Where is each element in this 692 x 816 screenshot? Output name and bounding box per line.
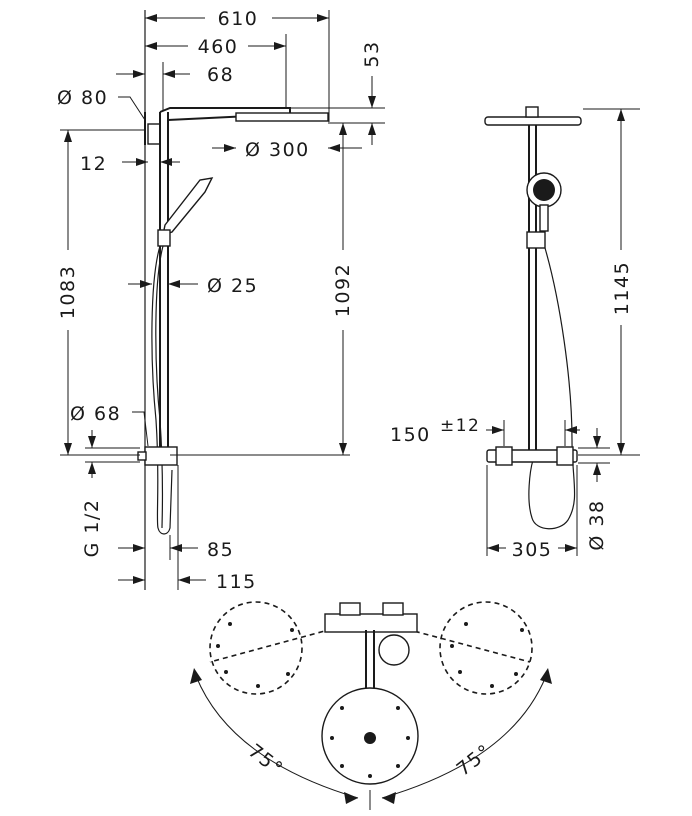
arrow (136, 158, 148, 166)
dim-spacing-tolerance: ±12 (440, 416, 480, 436)
arrow (339, 443, 347, 455)
front-hand-shower-face (533, 179, 555, 201)
arrow (168, 280, 180, 288)
dim-height-left: 1083 (57, 265, 79, 319)
dim-mixer-diameter: Ø 68 (70, 403, 121, 425)
arrow (224, 144, 236, 152)
swivel-position-left (209, 601, 303, 695)
dim-swivel-right: 75° (452, 740, 496, 781)
swivel-position-right (439, 601, 533, 695)
arrow (492, 426, 504, 434)
arrow (593, 463, 601, 475)
dim-front-height: 1145 (611, 261, 633, 315)
arrow (178, 576, 190, 584)
side-view: 610 460 68 Ø 80 12 53 Ø 300 (57, 8, 385, 593)
front-mixer-handle-right (556, 446, 574, 466)
arrow (368, 96, 376, 108)
dim-body-diameter: Ø 38 (586, 499, 608, 550)
arrow (382, 792, 396, 804)
top-hand-shower (378, 634, 410, 666)
arrow (487, 544, 499, 552)
dim-connection-thread: G 1/2 (81, 499, 103, 558)
arrow (368, 123, 376, 135)
dim-height-center: 1092 (332, 263, 354, 317)
top-mixer-body (324, 613, 418, 633)
arrow (88, 436, 96, 448)
arrow (133, 576, 145, 584)
arrow (190, 668, 202, 684)
front-overhead-head (484, 116, 582, 126)
arrow (565, 426, 577, 434)
dim-arm-reach: 460 (198, 36, 239, 58)
front-hand-shower-handle (539, 204, 549, 232)
arrow (88, 462, 96, 474)
dim-connection-spacing: 150 (390, 424, 431, 446)
shower-hose-inner (155, 245, 164, 529)
front-mixer-handle-left (495, 446, 513, 466)
swivel-arc-right (381, 675, 547, 799)
front-view: 1145 150 ±12 Ø 38 305 (390, 106, 640, 561)
arrow (339, 123, 347, 135)
arrow (617, 443, 625, 455)
top-head-center (364, 732, 376, 744)
arrow (64, 443, 72, 455)
arrow (344, 792, 358, 804)
dim-total-width: 610 (218, 8, 259, 30)
top-mixer-handle-left (339, 602, 361, 616)
swivel-nozzle-dots (216, 622, 524, 688)
arrow (593, 436, 601, 448)
arrow (163, 70, 175, 78)
leader-line (132, 411, 149, 447)
arrow (617, 109, 625, 121)
overhead-shower-head (235, 112, 329, 122)
arrow (565, 544, 577, 552)
arrow (140, 280, 152, 288)
swivel-arm-left (209, 621, 359, 663)
shower-hose (151, 245, 161, 529)
dim-head-height: 53 (361, 40, 383, 67)
shower-hose-loop (157, 469, 173, 535)
top-head-nozzle-dots (330, 706, 410, 778)
dim-mixer-projection: 115 (216, 571, 257, 593)
dim-wall-offset: 68 (207, 64, 234, 86)
arrow (540, 668, 552, 684)
arrow (328, 144, 340, 152)
front-head-joint (525, 106, 539, 118)
dim-rail-offset: 12 (80, 153, 107, 175)
arrow (145, 42, 157, 50)
arrow (170, 544, 182, 552)
arrow (317, 14, 329, 22)
hand-shower (162, 177, 214, 237)
dim-pipe-diameter: Ø 25 (207, 275, 258, 297)
top-mixer-handle-right (382, 602, 404, 616)
thermostat-mixer (144, 446, 178, 466)
dim-wall-flange: Ø 80 (57, 87, 108, 109)
dim-mixer-depth: 85 (207, 539, 234, 561)
dim-body-width: 305 (512, 539, 553, 561)
arrow (145, 14, 157, 22)
arrow (133, 70, 145, 78)
dim-head-diameter: Ø 300 (245, 139, 310, 161)
arrow (133, 544, 145, 552)
mixer-knob (137, 451, 147, 461)
wall-bracket (147, 123, 161, 145)
arrow (160, 158, 172, 166)
hand-shower-holder (157, 229, 171, 247)
swivel-arm-right (379, 621, 531, 663)
front-hose (528, 247, 576, 530)
top-view: 75° 75° (190, 601, 552, 810)
arrow (64, 130, 72, 142)
swivel-arc-left (195, 675, 359, 799)
arrow (274, 42, 286, 50)
leader-line (118, 96, 146, 121)
front-holder (526, 231, 546, 249)
